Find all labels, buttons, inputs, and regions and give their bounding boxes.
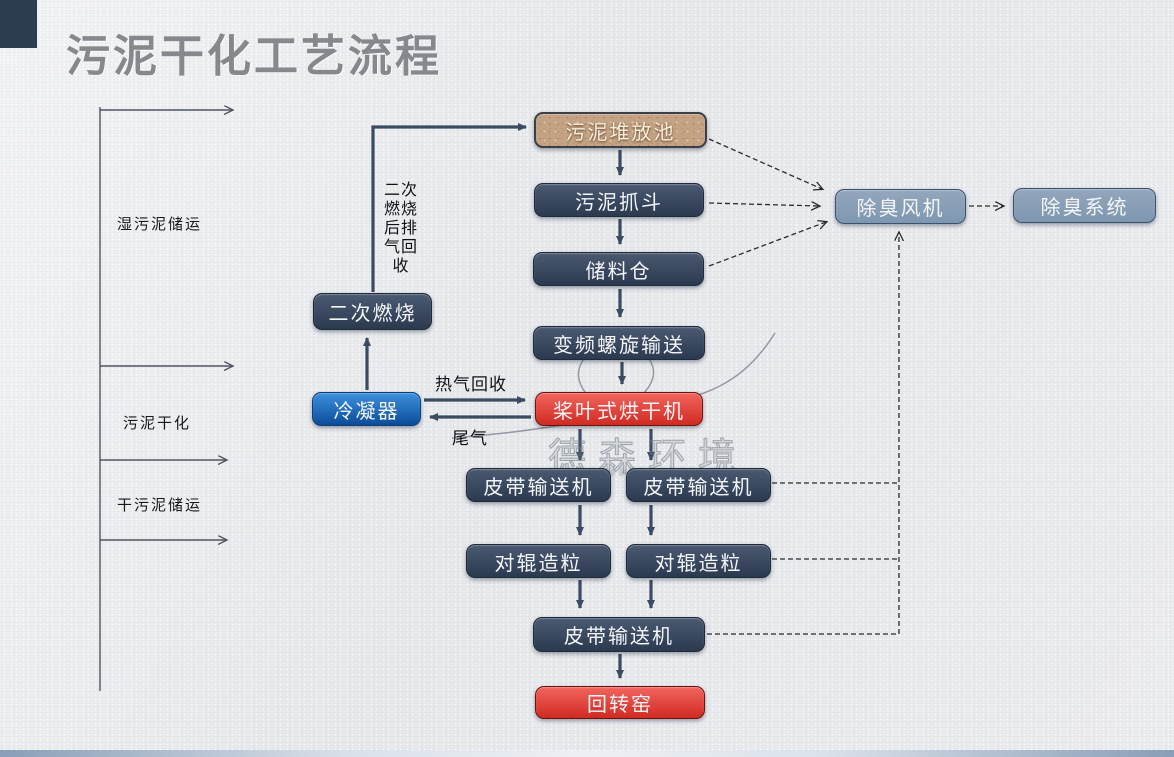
stage-guide-lines <box>99 107 232 691</box>
node-secondary-combustion: 二次燃烧 <box>313 293 432 330</box>
stage-label-sludge-drying: 污泥干化 <box>123 416 192 432</box>
node-belt-conveyor-left: 皮带输送机 <box>466 468 611 502</box>
edge-label-tail-gas: 尾气 <box>452 429 488 448</box>
node-condenser: 冷凝器 <box>312 392 421 426</box>
node-sludge-grab: 污泥抓斗 <box>534 183 704 217</box>
node-deodorizing-fan: 除臭风机 <box>835 189 966 224</box>
node-deodorizing-system: 除臭系统 <box>1013 188 1156 223</box>
page-title: 污泥干化工艺流程 <box>66 32 442 81</box>
node-belt-conveyor-right: 皮带输送机 <box>626 468 771 502</box>
node-screw-conveyor: 变频螺旋输送 <box>533 326 705 360</box>
node-rotary-kiln: 回转窑 <box>535 686 705 719</box>
node-sludge-pool: 污泥堆放池 <box>534 112 707 148</box>
node-roller-granulator-right: 对辊造粒 <box>626 544 771 578</box>
edge-label-hot-gas-recovery: 热气回收 <box>435 375 507 394</box>
node-belt-conveyor-bottom: 皮带输送机 <box>533 617 705 652</box>
node-storage-silo: 储料仓 <box>533 252 704 286</box>
node-roller-granulator-left: 对辊造粒 <box>466 544 611 578</box>
node-paddle-dryer: 桨叶式烘干机 <box>535 392 703 426</box>
bottom-decorative-bar <box>0 750 1174 757</box>
corner-accent-square <box>0 0 37 48</box>
stage-label-wet-sludge-storage: 湿污泥储运 <box>117 217 203 233</box>
stage-label-dry-sludge-storage: 干污泥储运 <box>117 498 203 514</box>
edge-label-secondary-combustion-exhaust: 二次燃烧后排气回收 <box>383 182 418 275</box>
